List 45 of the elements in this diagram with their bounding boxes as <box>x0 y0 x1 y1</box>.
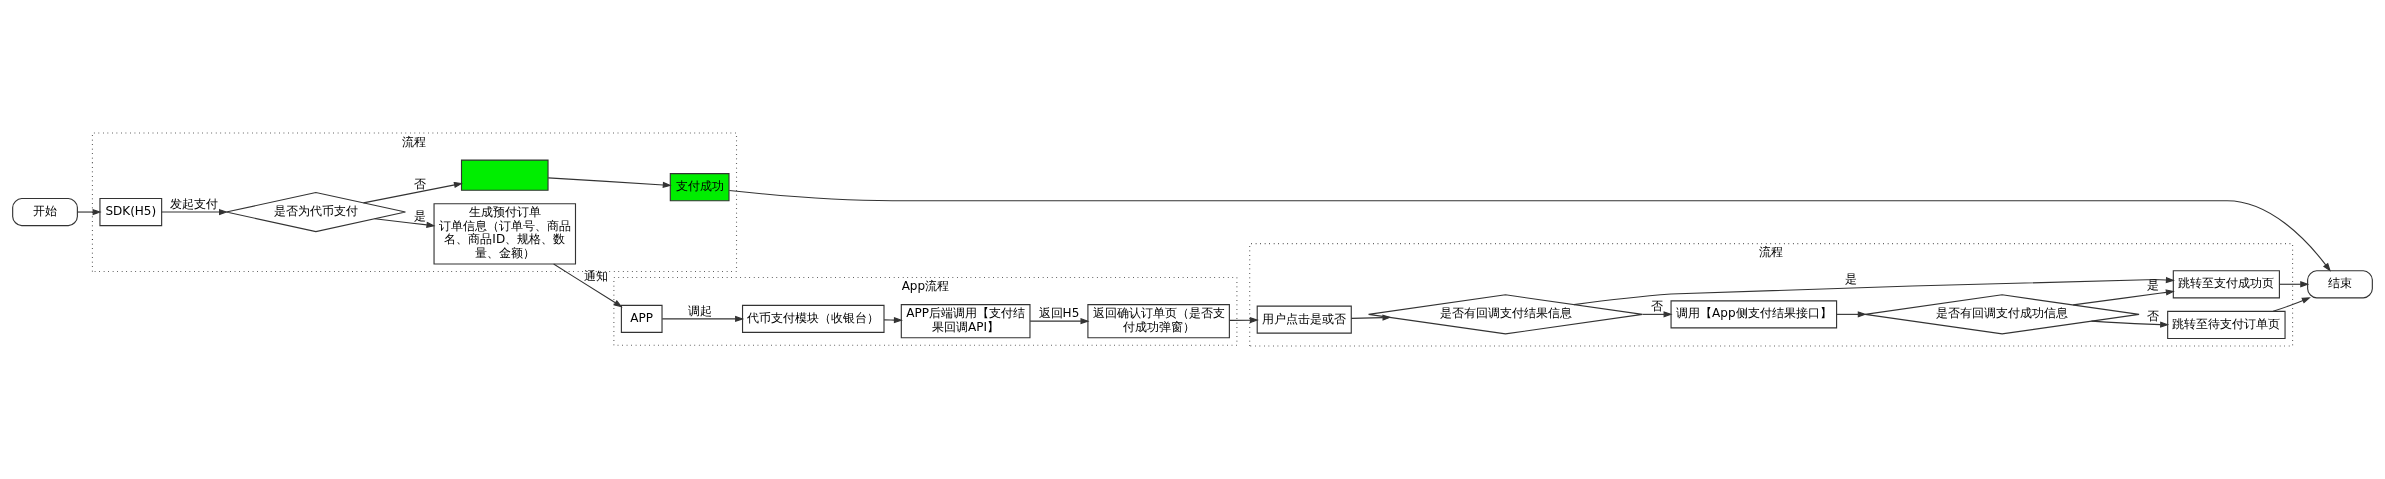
node-box: 跳转至待支付订单页 <box>2167 310 2286 339</box>
arrow <box>362 181 463 204</box>
node-box: SDK(H5) <box>99 197 163 227</box>
arrow <box>161 208 229 216</box>
edge-label: 是 <box>1844 272 1857 287</box>
arrow <box>547 177 672 189</box>
arrow <box>1642 311 1673 318</box>
edge-label: 调起 <box>687 303 712 318</box>
edge-label: 否 <box>2147 309 2160 324</box>
arrow <box>2279 281 2310 288</box>
node-diamond: 是否有回调支付结果信息 <box>1368 294 1644 335</box>
node-diamond: 是否有回调支付成功信息 <box>1864 294 2140 335</box>
node-box <box>460 159 549 191</box>
arrow <box>553 263 623 308</box>
node-diamond: 是否为代币支付 <box>225 191 406 233</box>
arrow <box>728 189 2331 272</box>
arrow <box>2090 320 2170 328</box>
node-box: APP <box>620 304 663 333</box>
arrow <box>2072 289 2175 306</box>
node-box: 用户点击是或否 <box>1256 305 1352 334</box>
edge-label: 返回H5 <box>1038 306 1080 321</box>
edge-label: 发起支付 <box>170 197 219 212</box>
arrow <box>1228 317 1259 324</box>
arrow <box>1029 317 1090 325</box>
node-box: 结束 <box>2307 270 2373 299</box>
arrow <box>661 315 745 323</box>
arrow <box>883 316 903 324</box>
arrow <box>2272 297 2311 312</box>
node-box: 返回确认订单页（是否支付成功弹窗） <box>1087 304 1230 339</box>
node-box: 跳转至支付成功页 <box>2172 270 2280 299</box>
arrow <box>1836 311 1867 318</box>
node-box: 生成预付订单 订单信息（订单号、商品名、商品ID、规格、数量、金额） <box>433 203 577 265</box>
node-box: 调用【App侧支付结果接口】 <box>1670 300 1838 329</box>
node-box: 开始 <box>12 197 78 227</box>
node-box: 支付成功 <box>669 173 730 202</box>
arrow <box>374 218 436 228</box>
arrow <box>1350 314 1392 321</box>
edge-label: 否 <box>413 176 426 191</box>
arrow <box>76 208 102 216</box>
arrow <box>1573 276 2175 306</box>
edge-label: 是 <box>413 209 426 224</box>
node-box: 代币支付模块（收银台） <box>741 304 885 333</box>
node-box: APP后端调用【支付结果回调API】 <box>900 304 1031 339</box>
edge-label: 否 <box>1650 299 1663 314</box>
edge-label: 是 <box>2147 278 2160 293</box>
